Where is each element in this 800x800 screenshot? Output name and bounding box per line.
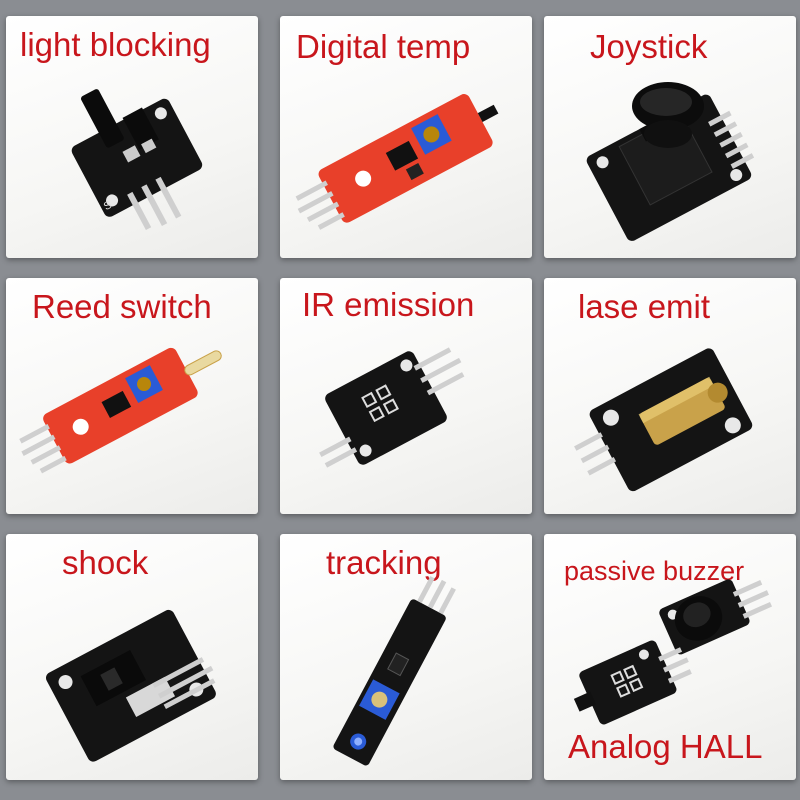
tile-passive-buzzer-analog-hall: passive buzzer xyxy=(544,534,796,780)
ir-emission-module xyxy=(319,347,465,468)
digital-temp-sensor-module xyxy=(295,94,499,230)
laser-emit-module xyxy=(574,348,753,492)
tile-joystick: Joystick xyxy=(544,16,796,258)
label-reed-switch: Reed switch xyxy=(32,288,212,325)
buzzer-and-hall-modules xyxy=(573,579,773,725)
tile-tracking: tracking xyxy=(280,534,532,780)
label-lase-emit: lase emit xyxy=(578,288,711,325)
label-ir-emission: IR emission xyxy=(302,286,475,323)
label-tracking: tracking xyxy=(326,544,442,581)
tile-digital-temp: Digital temp xyxy=(280,16,532,258)
light-blocking-sensor-module: S xyxy=(71,89,203,231)
label-digital-temp: Digital temp xyxy=(296,28,471,65)
label-analog-hall: Analog HALL xyxy=(568,728,763,765)
tile-ir-emission: IR emission xyxy=(280,278,532,514)
tracking-sensor-module xyxy=(333,576,456,766)
analog-hall-module xyxy=(573,640,692,725)
tile-reed-switch: Reed switch xyxy=(6,278,258,514)
reed-switch-module xyxy=(19,347,222,474)
label-joystick: Joystick xyxy=(590,28,708,65)
tile-light-blocking: light blocking S xyxy=(6,16,258,258)
joystick-module xyxy=(586,82,755,241)
label-passive-buzzer: passive buzzer xyxy=(564,556,745,586)
label-shock: shock xyxy=(62,544,149,581)
tile-lase-emit: lase emit xyxy=(544,278,796,514)
shock-sensor-module xyxy=(46,609,216,762)
tile-shock: shock xyxy=(6,534,258,780)
passive-buzzer-module xyxy=(659,579,773,655)
label-light-blocking: light blocking xyxy=(20,26,211,63)
